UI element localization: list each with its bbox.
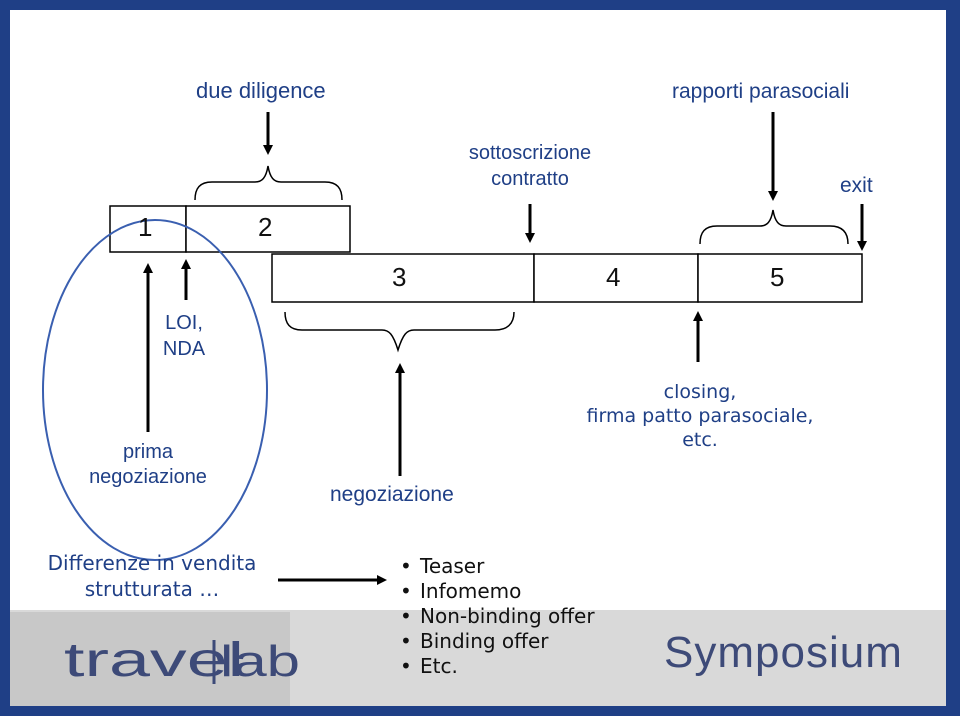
- label-prima-line2: negoziazione: [89, 466, 207, 488]
- label-differenze-line2: strutturata …: [84, 577, 220, 601]
- label-loi-line1: LOI,: [165, 312, 203, 334]
- list-item: Infomemo: [398, 579, 595, 604]
- brace-due-diligence: [194, 165, 343, 201]
- prima-fase-ellipse: [42, 219, 268, 561]
- svg-text:lab: lab: [220, 637, 300, 686]
- label-closing-line2: firma patto parasociale,: [586, 405, 814, 427]
- label-differenze: Differenze in vendita strutturata …: [30, 550, 274, 602]
- label-closing-line1: closing,: [663, 381, 737, 403]
- label-sottoscrizione-line2: contratto: [491, 168, 569, 190]
- label-rapporti-parasociali: rapporti parasociali: [672, 80, 850, 103]
- label-prima-negoziazione: prima negoziazione: [68, 440, 228, 490]
- label-differenze-line1: Differenze in vendita: [47, 551, 257, 575]
- list-item: Non-binding offer: [398, 604, 595, 629]
- label-sottoscrizione-line1: sottoscrizione: [468, 142, 592, 164]
- brace-negoziazione: [284, 311, 515, 353]
- phase-box-5: [697, 253, 863, 303]
- phase-number-1: 1: [138, 212, 153, 242]
- label-sottoscrizione: sottoscrizione contratto: [444, 140, 616, 192]
- list-item: Teaser: [398, 554, 595, 579]
- phase-number-5: 5: [770, 262, 785, 292]
- brace-rapporti: [699, 209, 849, 245]
- travellab-logo: travel lab: [64, 634, 300, 687]
- label-closing: closing, firma patto parasociale, etc.: [560, 380, 840, 452]
- svg-text:travel: travel: [64, 634, 244, 687]
- label-loi-line2: NDA: [162, 338, 206, 360]
- phase-number-4: 4: [606, 262, 621, 292]
- label-loi-nda: LOI, NDA: [150, 310, 218, 362]
- symposium-logo: Symposium: [664, 628, 903, 677]
- label-prima-line1: prima: [122, 441, 173, 463]
- label-due-diligence: due diligence: [196, 78, 326, 103]
- offer-steps-list: Teaser Infomemo Non-binding offer Bindin…: [398, 554, 595, 679]
- phase-number-3: 3: [392, 262, 407, 292]
- phase-number-2: 2: [258, 212, 273, 242]
- label-negoziazione: negoziazione: [330, 483, 454, 506]
- phase-box-4: [533, 253, 699, 303]
- phase-box-1: [109, 205, 187, 253]
- list-item: Etc.: [398, 654, 595, 679]
- list-item: Binding offer: [398, 629, 595, 654]
- label-exit: exit: [840, 174, 873, 197]
- label-closing-line3: etc.: [682, 429, 718, 451]
